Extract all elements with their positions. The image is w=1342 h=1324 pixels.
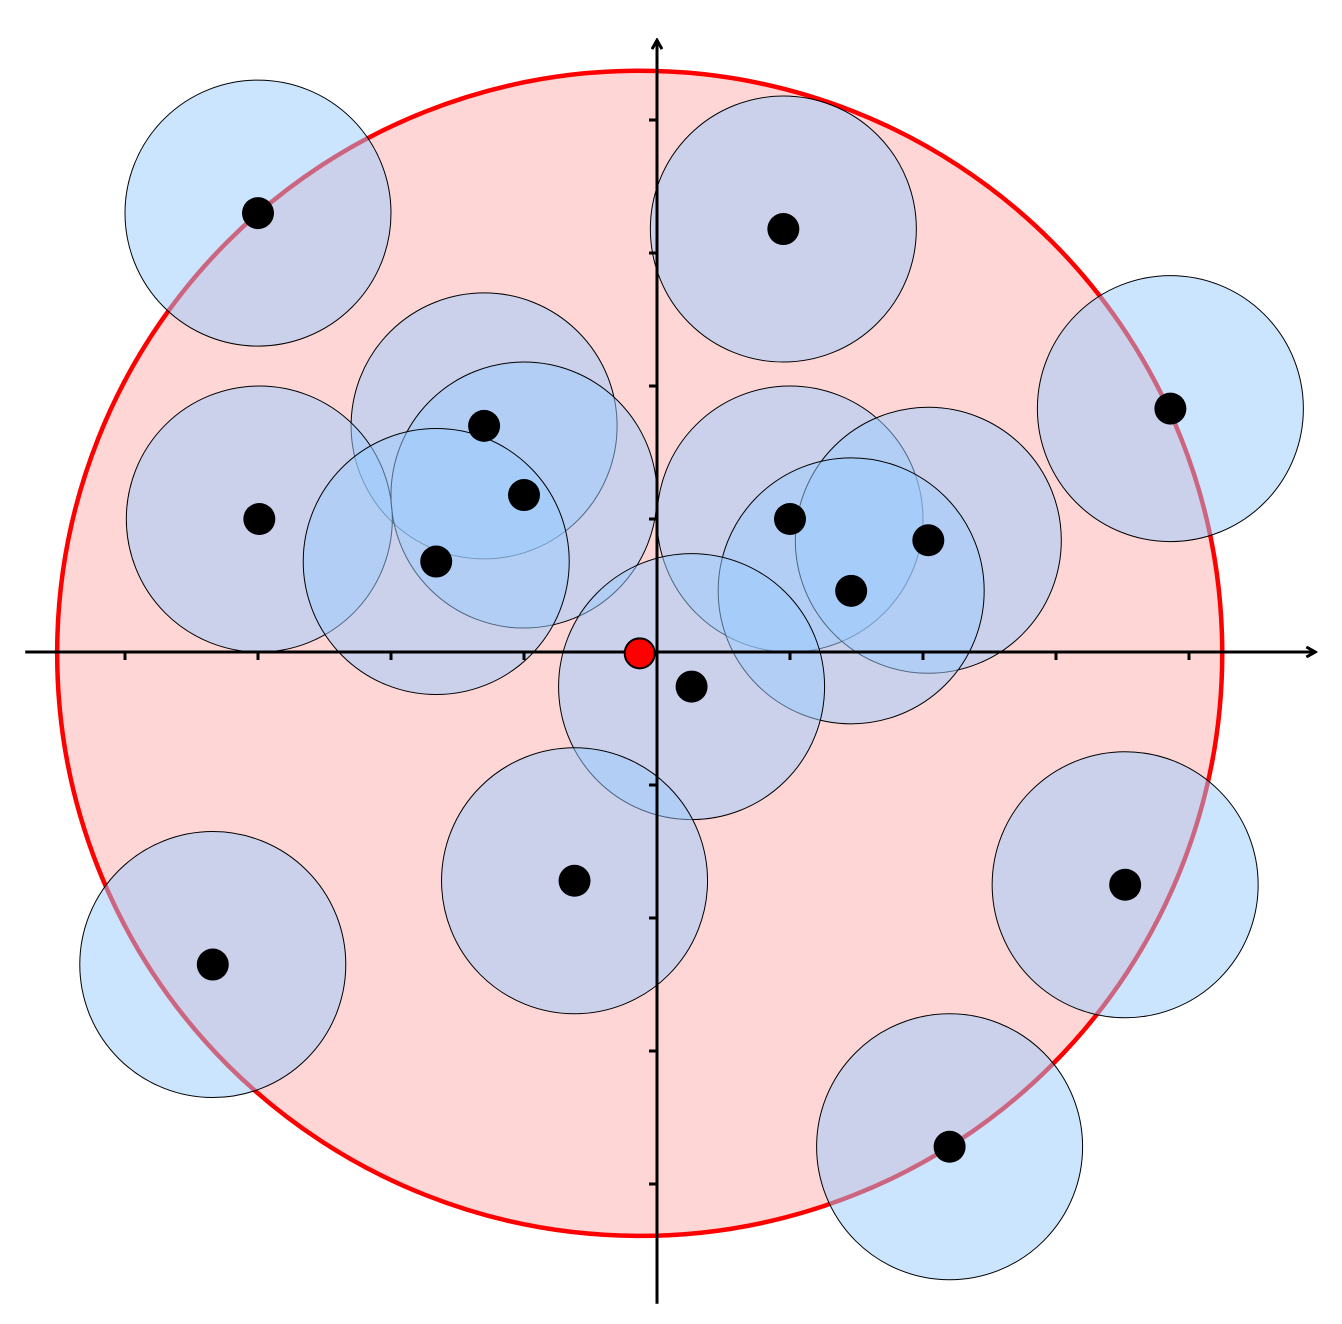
data-point-13 [196, 948, 229, 981]
data-point-15 [933, 1130, 966, 1163]
enclosing-circle-center [623, 637, 656, 670]
data-point-11 [675, 670, 708, 703]
data-point-9 [912, 524, 945, 557]
data-point-1 [242, 197, 274, 230]
data-point-8 [774, 503, 806, 535]
data-point-2 [767, 213, 800, 246]
data-point-7 [420, 545, 453, 578]
data-point-5 [243, 503, 276, 535]
data-point-14 [1109, 868, 1142, 901]
data-point-12 [558, 864, 591, 897]
data-point-6 [508, 479, 540, 512]
data-point-4 [468, 409, 501, 442]
data-point-10 [835, 574, 868, 607]
data-point-3 [1154, 392, 1187, 425]
